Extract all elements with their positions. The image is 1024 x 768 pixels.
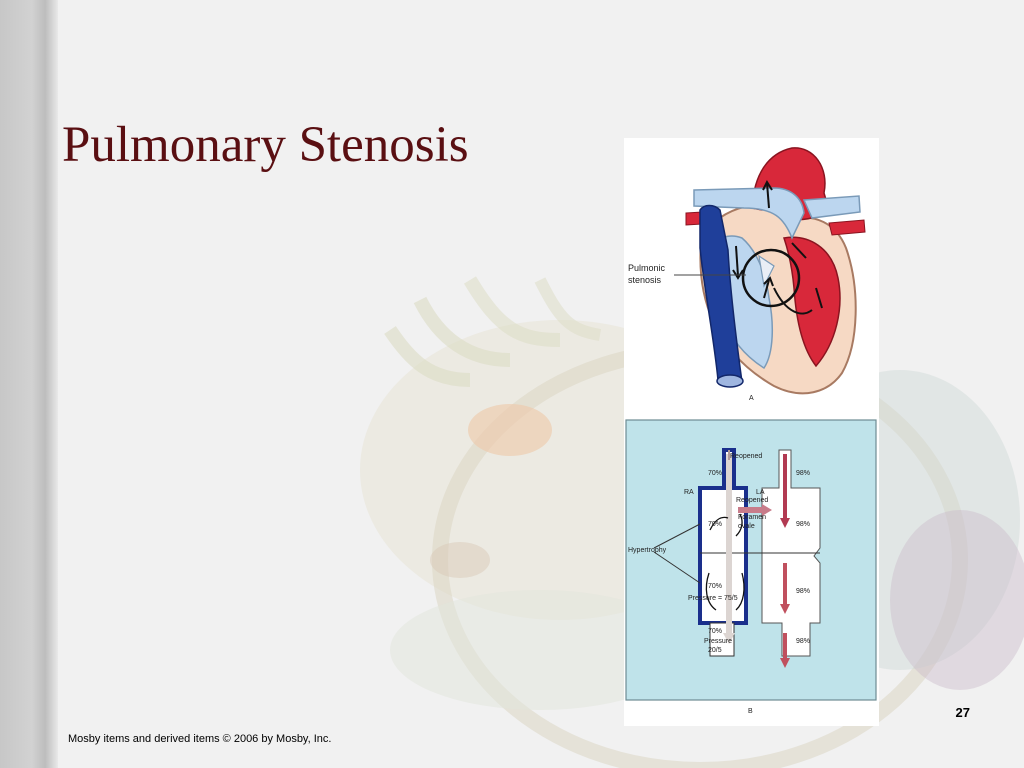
ra-label: RA	[684, 489, 694, 496]
panel-b-caption: B	[748, 708, 753, 715]
copyright-footer: Mosby items and derived items © 2006 by …	[68, 733, 332, 745]
reopened-mid-label: Reopened	[736, 497, 768, 504]
saturation-70-ra: 70%	[708, 521, 722, 528]
saturation-70-rv: 70%	[708, 583, 722, 590]
reopened-top-label: Reopened	[730, 453, 762, 460]
left-margin-strip	[0, 0, 58, 768]
panel-a-caption: A	[749, 395, 754, 402]
saturation-70-pa: 70%	[708, 628, 722, 635]
hypertrophy-label: Hypertrophy	[628, 547, 667, 554]
pa-pressure-value: 20/5	[708, 647, 722, 654]
page-number: 27	[955, 705, 970, 720]
pulmonic-label-line1: Pulmonic	[628, 263, 666, 273]
ovale-label: ovale	[738, 523, 755, 530]
heart-illustration	[674, 147, 866, 395]
saturation-98-lv: 98%	[796, 588, 810, 595]
schematic-background	[625, 419, 877, 701]
circulation-schematic	[653, 448, 821, 668]
saturation-98-la: 98%	[796, 521, 810, 528]
pulmonary-stenosis-figure: Pulmonic stenosis A	[624, 138, 879, 726]
pa-pressure-label: Pressure	[704, 638, 732, 645]
la-label: LA	[756, 489, 765, 496]
figure-svg: Pulmonic stenosis A	[625, 147, 877, 715]
pulmonic-label-line2: stenosis	[628, 275, 662, 285]
rv-pressure-label: Pressure = 75/5	[688, 595, 738, 602]
saturation-70-ra-top: 70%	[708, 470, 722, 477]
slide-title: Pulmonary Stenosis	[62, 117, 469, 173]
saturation-98-aorta: 98%	[796, 638, 810, 645]
foramen-label: Foramen	[738, 514, 766, 521]
saturation-98-la-top: 98%	[796, 470, 810, 477]
